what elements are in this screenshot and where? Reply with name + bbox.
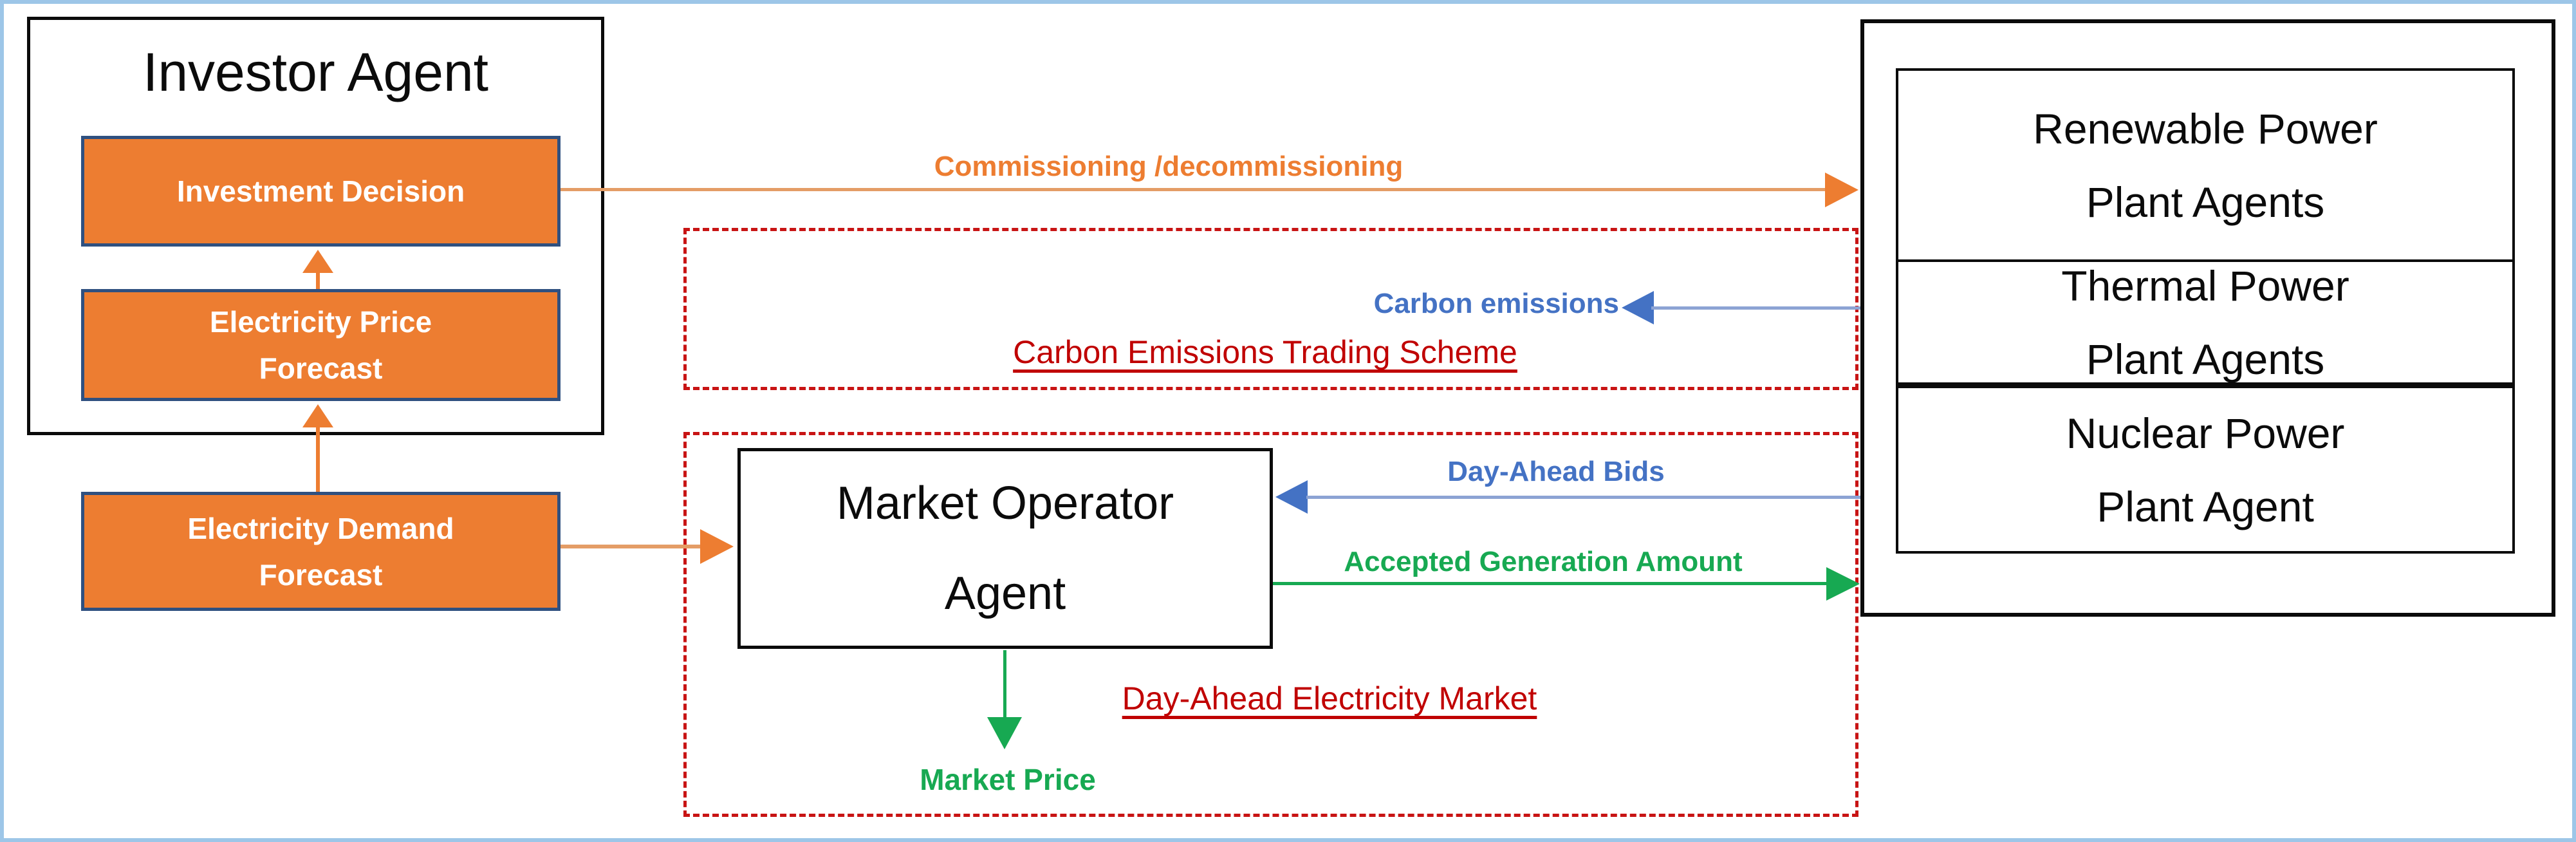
electricity-price-forecast-box: Electricity Price Forecast [81, 289, 561, 401]
arrowhead-right-icon [1825, 173, 1858, 207]
arrowhead-down-icon [987, 717, 1022, 749]
electricity-demand-forecast-line2: Forecast [259, 557, 383, 592]
electricity-price-forecast-line2: Forecast [259, 351, 383, 385]
electricity-price-forecast-line1: Electricity Price [209, 305, 432, 339]
nuclear-plant-section: Nuclear Power Plant Agent [1898, 388, 2512, 551]
renewable-plants-line1: Renewable Power [2033, 104, 2378, 153]
nuclear-plant-line2: Plant Agent [2097, 482, 2314, 530]
arrowhead-up-icon [302, 404, 333, 427]
investment-decision-label: Investment Decision [176, 174, 465, 208]
arrowhead-up-icon [302, 250, 333, 273]
power-plants-inner-box: Renewable Power Plant Agents Thermal Pow… [1896, 68, 2515, 554]
carbon-trading-scheme-label: Carbon Emissions Trading Scheme [1013, 334, 1517, 370]
arrow-line [1273, 582, 1828, 585]
thermal-plants-section: Thermal Power Plant Agents [1898, 262, 2512, 388]
accepted-generation-label: Accepted Generation Amount [1344, 546, 1743, 577]
arrow-line [316, 272, 320, 289]
renewable-plants-section: Renewable Power Plant Agents [1898, 71, 2512, 262]
arrow-line [316, 426, 320, 492]
market-price-label: Market Price [920, 763, 1096, 796]
arrowhead-right-icon [700, 529, 734, 564]
electricity-demand-forecast-line1: Electricity Demand [187, 511, 454, 545]
electricity-demand-forecast-box: Electricity Demand Forecast [81, 492, 561, 611]
day-ahead-bids-label: Day-Ahead Bids [1447, 456, 1665, 487]
renewable-plants-line2: Plant Agents [2086, 178, 2325, 226]
market-operator-box: Market Operator Agent [737, 448, 1273, 649]
investment-decision-box: Investment Decision [81, 136, 561, 247]
arrowhead-left-icon [1622, 291, 1654, 324]
nuclear-plant-line1: Nuclear Power [2066, 409, 2345, 457]
arrowhead-right-icon [1826, 567, 1860, 601]
commissioning-label: Commissioning /decommissioning [934, 151, 1404, 182]
arrow-line [1306, 496, 1860, 499]
arrowhead-left-icon [1275, 480, 1308, 514]
market-operator-line2: Agent [944, 568, 1066, 619]
market-operator-line1: Market Operator [836, 478, 1174, 529]
arrow-line [561, 545, 703, 548]
thermal-plants-line1: Thermal Power [2061, 261, 2349, 310]
investor-agent-title: Investor Agent [142, 42, 489, 102]
thermal-plants-line2: Plant Agents [2086, 335, 2325, 383]
carbon-emissions-label: Carbon emissions [1373, 288, 1619, 319]
arrow-line [561, 188, 1828, 191]
day-ahead-market-label: Day-Ahead Electricity Market [1122, 680, 1537, 716]
arrow-line [1003, 650, 1006, 717]
day-ahead-market-box [683, 432, 1858, 817]
arrow-line [1651, 306, 1897, 310]
